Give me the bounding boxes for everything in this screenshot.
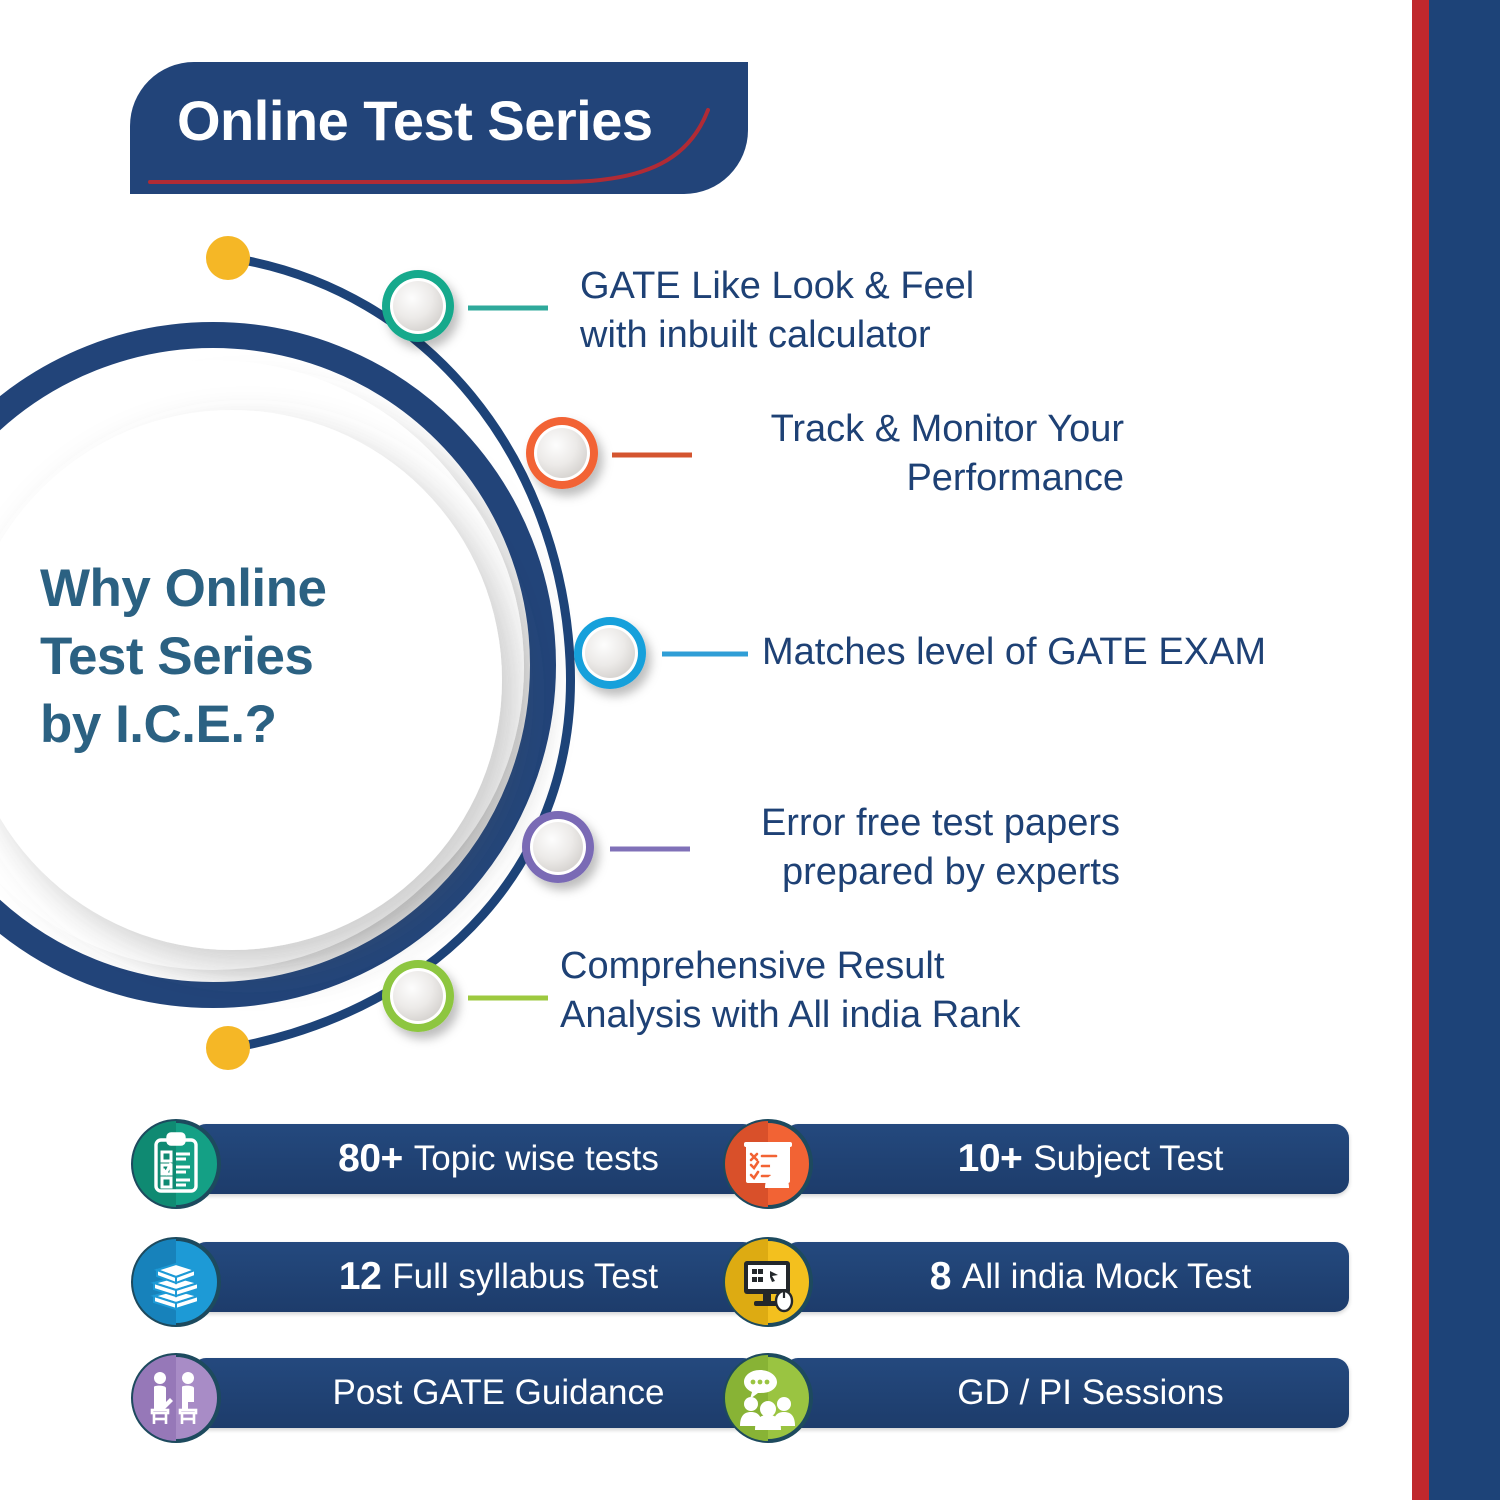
clipboard-checklist-icon [131, 1119, 221, 1209]
feature-5-line-2: Analysis with All india Rank [560, 994, 1021, 1037]
card-text: GD / PI Sessions [957, 1373, 1224, 1412]
heading-line-1: Why Online [40, 559, 327, 618]
arc-bottom-terminal-dot [206, 1026, 250, 1070]
feature-cards-grid: 80+ Topic wise tests [0, 1118, 1349, 1488]
card-label: 80+ Topic wise tests [192, 1124, 757, 1194]
feature-text-gate-like-look-feel: GATE Like Look & Feel with inbuilt calcu… [580, 262, 974, 361]
card-bar: 12 Full syllabus Test [192, 1242, 757, 1312]
card-number: 8 [929, 1255, 952, 1298]
feature-3-line-1: Matches level of GATE EXAM [762, 631, 1267, 673]
feature-2-line-1: Track & Monitor Your [770, 408, 1124, 450]
feature-1-line-1: GATE Like Look & Feel [580, 265, 975, 307]
marker-comprehensive-result-analysis [382, 960, 454, 1032]
page-title: Online Test Series [177, 89, 653, 152]
feature-1-line-2: with inbuilt calculator [580, 314, 931, 357]
card-text: All india Mock Test [962, 1257, 1252, 1296]
inner-highlight-disc [0, 410, 502, 950]
header-banner: Online Test Series [130, 62, 748, 194]
monitor-mouse-icon [723, 1237, 813, 1327]
card-text: Post GATE Guidance [332, 1373, 665, 1412]
circular-diagram [0, 236, 748, 1070]
card-label: GD / PI Sessions [784, 1358, 1349, 1428]
arc-top-terminal-dot [206, 236, 250, 280]
card-bar: 10+ Subject Test [784, 1124, 1349, 1194]
group-chat-icon [723, 1353, 813, 1443]
card-number: 10+ [957, 1137, 1023, 1180]
card-bar: Post GATE Guidance [192, 1358, 757, 1428]
banner-accent-swoosh [148, 108, 710, 184]
card-number: 80+ [338, 1137, 403, 1180]
feature-text-track-monitor-performance: Track & Monitor Your Performance [600, 405, 1124, 504]
feature-4-line-2: prepared by experts [782, 851, 1120, 894]
card-bar: GD / PI Sessions [784, 1358, 1349, 1428]
heading-line-3: by I.C.E.? [40, 694, 277, 754]
card-text: Subject Test [1033, 1139, 1224, 1178]
card-label: 10+ Subject Test [784, 1124, 1349, 1194]
card-number: 12 [338, 1255, 382, 1298]
heading-line-2: Test Series [40, 626, 314, 686]
document-person-icon [723, 1119, 813, 1209]
page-heading: Why Online Test Series by I.C.E.? [40, 555, 460, 758]
card-bar: 8 All india Mock Test [784, 1242, 1349, 1312]
marker-track-monitor-performance [526, 417, 598, 489]
marker-matches-level-of-gate-exam [574, 617, 646, 689]
feature-5-line-1: Comprehensive Result [560, 945, 945, 987]
feature-text-matches-level-of-gate-exam: Matches level of GATE EXAM [762, 628, 1266, 677]
right-edge-red-stripe [1412, 0, 1429, 1500]
feature-2-line-2b: Performance [906, 457, 1124, 500]
marker-error-free-test-papers [522, 811, 594, 883]
stacked-books-icon [131, 1237, 221, 1327]
feature-text-comprehensive-result-analysis: Comprehensive Result Analysis with All i… [560, 942, 1020, 1041]
thick-navy-ring [0, 322, 556, 1008]
feature-4-line-1: Error free test papers [760, 802, 1120, 844]
marker-gate-like-look-feel [382, 270, 454, 342]
card-bar: 80+ Topic wise tests [192, 1124, 757, 1194]
card-text: Full syllabus Test [392, 1257, 659, 1296]
feature-text-error-free-test-papers: Error free test papers prepared by exper… [596, 799, 1120, 898]
card-text: Topic wise tests [413, 1139, 659, 1178]
card-label: 12 Full syllabus Test [192, 1242, 757, 1312]
card-label: 8 All india Mock Test [784, 1242, 1349, 1312]
two-people-seated-icon [131, 1353, 221, 1443]
card-label: Post GATE Guidance [192, 1358, 757, 1428]
right-edge-navy-band [1429, 0, 1500, 1500]
